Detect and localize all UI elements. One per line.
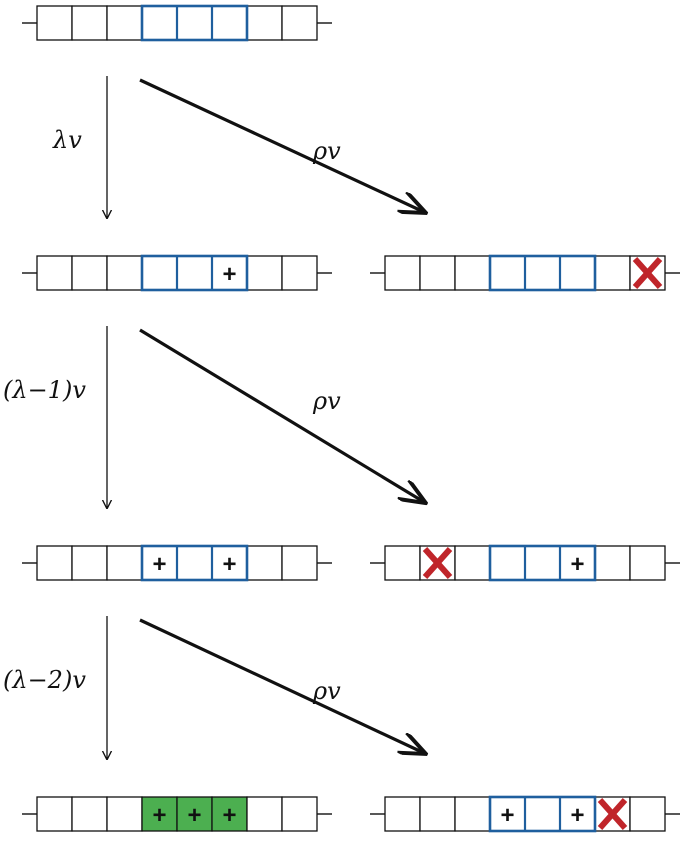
highlight-group: [140, 254, 249, 292]
strip-right-4: ++: [370, 795, 680, 833]
highlight-group: [488, 544, 597, 582]
strip-cell: [246, 796, 283, 832]
strip-cell: [176, 796, 213, 832]
strip-left-4: + + +: [22, 796, 332, 832]
strip-cell: [141, 796, 178, 832]
plus-mark: +: [222, 261, 236, 288]
strip-cell: [629, 796, 666, 832]
strip-cell: [106, 545, 143, 581]
strip-left-2: +: [22, 254, 332, 292]
x-mark: [422, 547, 453, 579]
strip-cell: [454, 796, 491, 832]
strip-cell: [36, 545, 73, 581]
strip-cell: [559, 796, 596, 832]
strip-cell: [176, 255, 213, 291]
strip-cell: [594, 545, 631, 581]
strip-cell: [141, 545, 178, 581]
strip-cell: [524, 796, 561, 832]
x-stroke: [632, 257, 663, 289]
strip-cell: [524, 255, 561, 291]
strip-cell: [454, 545, 491, 581]
strip-cell: [211, 796, 248, 832]
strip-cell: [246, 545, 283, 581]
shift-rate-label: ρv: [312, 677, 341, 705]
strip-right-2: [370, 254, 680, 292]
strip-cell: [384, 796, 421, 832]
plus-mark: +: [152, 802, 166, 829]
strip-right-3: +: [370, 544, 680, 582]
x-mark: [632, 257, 663, 289]
strip-cell: [36, 5, 73, 41]
strip-cell: [71, 545, 108, 581]
strip-left-3: ++: [22, 544, 332, 582]
plus-mark: +: [500, 802, 514, 829]
x-stroke: [422, 547, 453, 579]
strip-cell: [36, 255, 73, 291]
shift-rate-label: ρv: [312, 387, 341, 415]
strip-cell: [141, 255, 178, 291]
strip-cell: [454, 255, 491, 291]
strip-cell: [419, 255, 456, 291]
strip-cell: [281, 5, 318, 41]
strip-cell: [594, 255, 631, 291]
x-mark: [597, 798, 628, 830]
strip-cell: [246, 255, 283, 291]
strip-cell: [106, 255, 143, 291]
plus-mark: +: [152, 551, 166, 578]
highlight-group: [488, 254, 597, 292]
strip-cell: [176, 545, 213, 581]
plus-mark: +: [222, 551, 236, 578]
strip-left-1: [22, 4, 332, 42]
strip-cell: [176, 5, 213, 41]
strip-cell: [71, 796, 108, 832]
strip-cell: [281, 255, 318, 291]
strip-cell: [106, 796, 143, 832]
plus-mark: +: [222, 802, 236, 829]
shift-arrow: [139, 618, 424, 753]
strip-cell: [71, 5, 108, 41]
shift-arrow: [139, 78, 424, 212]
strip-cell: [559, 255, 596, 291]
decay-rate-label: (λ−1)v: [3, 376, 86, 404]
plus-mark: +: [570, 802, 584, 829]
strip-cell: [71, 255, 108, 291]
decay-rate-label: λv: [52, 126, 82, 154]
strip-cell: [281, 545, 318, 581]
highlight-group: [488, 795, 597, 833]
strip-cell: [246, 5, 283, 41]
strip-cell: [419, 796, 456, 832]
shift-rate-label: ρv: [312, 137, 341, 165]
x-stroke: [597, 798, 628, 830]
shift-arrow: [139, 328, 424, 502]
strip-cell: [36, 796, 73, 832]
strip-cell: [489, 255, 526, 291]
plus-mark: +: [187, 802, 201, 829]
strip-cell: [141, 5, 178, 41]
strip-cell: [489, 545, 526, 581]
highlight-group: [140, 4, 249, 42]
strip-cell: [211, 5, 248, 41]
strip-cell: [629, 545, 666, 581]
strip-cell: [384, 545, 421, 581]
strip-cell: [384, 255, 421, 291]
decay-rate-label: (λ−2)v: [3, 666, 86, 694]
plus-mark: +: [570, 551, 584, 578]
strip-cell: [281, 796, 318, 832]
strip-cell: [524, 545, 561, 581]
strip-cell: [106, 5, 143, 41]
highlight-group: [140, 544, 249, 582]
